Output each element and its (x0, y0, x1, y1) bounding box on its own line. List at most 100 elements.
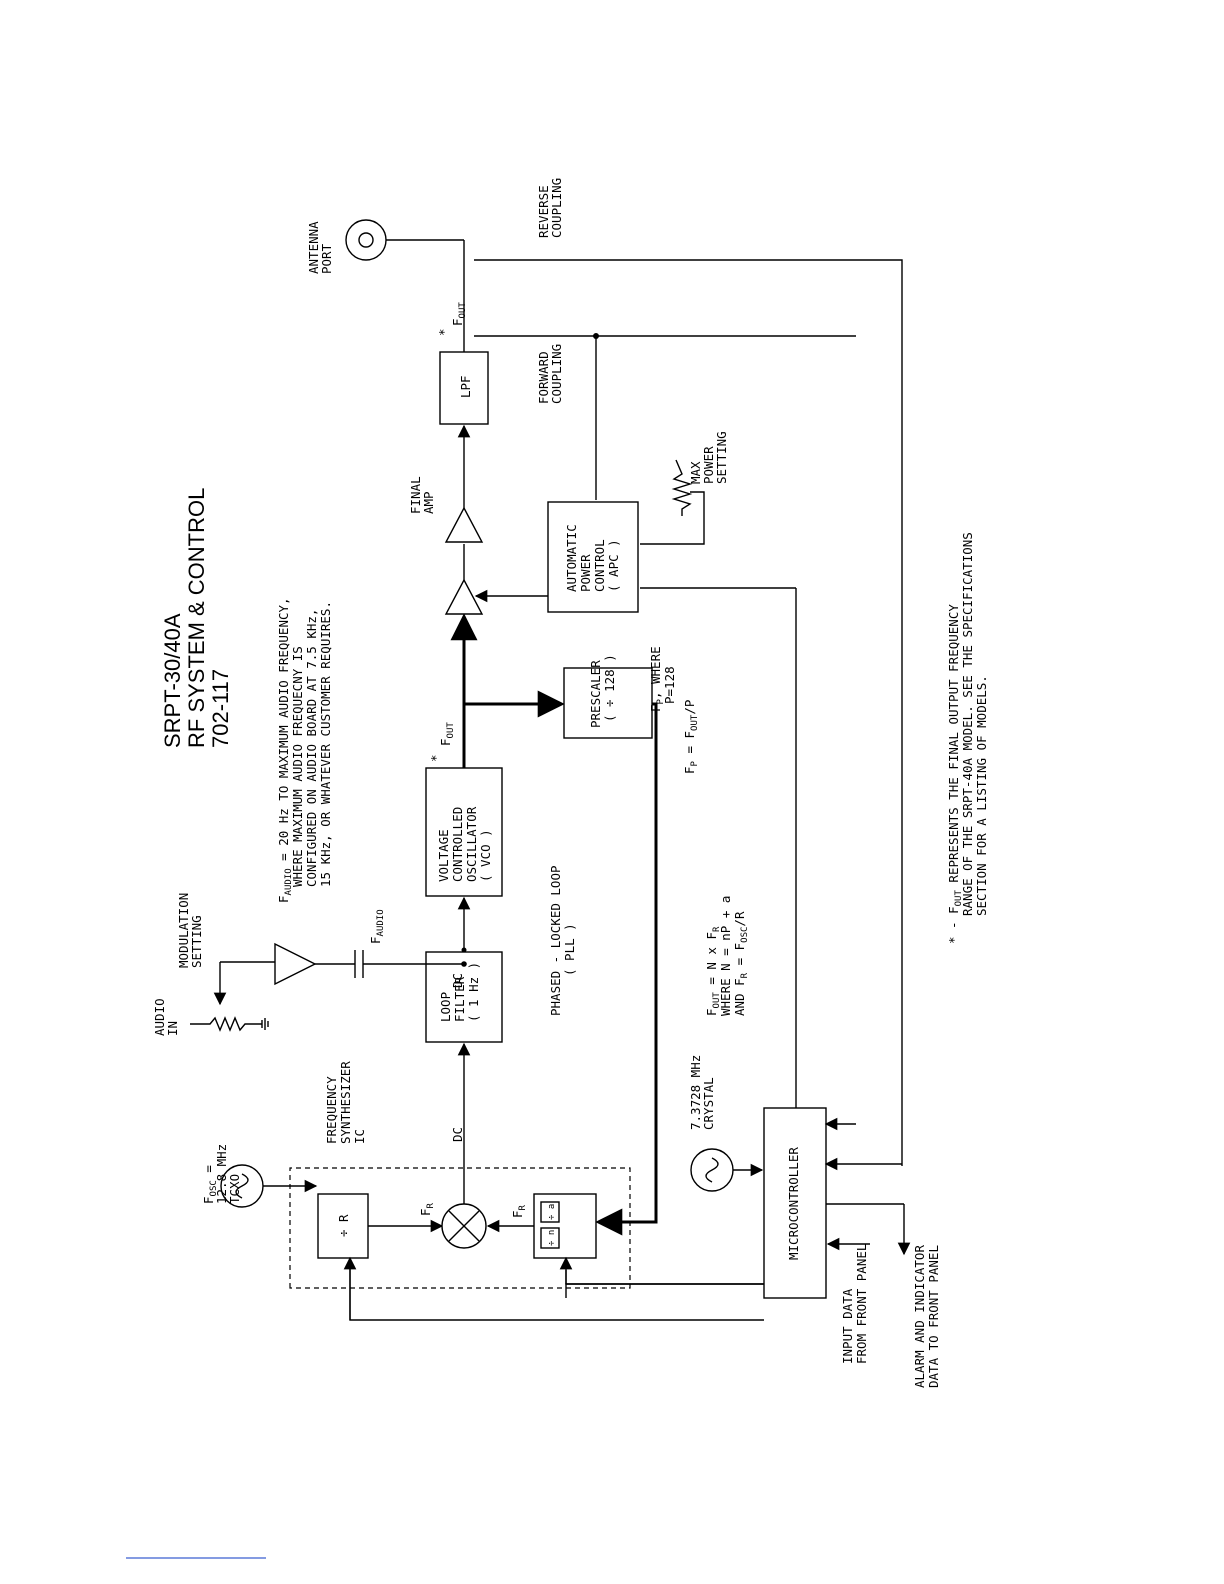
divide-n-label: ÷ n (547, 1230, 557, 1246)
divide-a-label: ÷ a (547, 1204, 557, 1220)
input-data-label: INPUT DATA FROM FRONT PANEL (840, 1244, 869, 1364)
svg-text:POWER: POWER (701, 446, 716, 484)
diagram-title-model: SRPT-30/40A (160, 613, 185, 748)
max-power-setting-pot (671, 459, 693, 516)
svg-text:( 1 Hz ): ( 1 Hz ) (466, 962, 481, 1022)
tcxo-oscillator: FOSC = 12.8 MHz TCXO (201, 1144, 264, 1208)
crystal-label: 7.3728 MHz CRYSTAL (688, 1055, 716, 1130)
svg-text:POWER: POWER (578, 554, 593, 592)
svg-text:( VCO ): ( VCO ) (478, 829, 493, 882)
svg-text:15 KHz, OR WHATEVER CUSTOMER R: 15 KHz, OR WHATEVER CUSTOMER REQUIRES. (318, 601, 333, 887)
svg-text:SYNTHESIZER: SYNTHESIZER (338, 1061, 353, 1144)
alarm-data-label: ALARM AND INDICATOR DATA TO FRONT PANEL (912, 1245, 941, 1388)
svg-text:CRYSTAL: CRYSTAL (701, 1077, 716, 1130)
antenna-label: ANTENNA PORT (306, 221, 334, 274)
svg-text:CONTROLLED: CONTROLLED (450, 807, 465, 882)
lpf-label: LPF (458, 375, 473, 398)
svg-text:( ÷ 128 ): ( ÷ 128 ) (602, 654, 617, 722)
final-amp-label: FINAL AMP (408, 476, 436, 514)
svg-text:FOUT = N x FR: FOUT = N x FR (704, 926, 722, 1016)
frequency-synthesizer-boundary (289, 1167, 631, 1289)
coupling-capacitor (354, 950, 364, 978)
svg-text:AUDIO: AUDIO (152, 998, 167, 1036)
svg-text:CONTROL: CONTROL (592, 539, 607, 592)
fp-equation: FP = FOUT/P (682, 700, 700, 774)
svg-text:MAX: MAX (688, 461, 703, 484)
svg-text:FINAL: FINAL (408, 476, 423, 514)
faudio-label: FAUDIO (368, 909, 386, 944)
modulation-setting-pot (190, 1016, 269, 1032)
max-power-label: MAX POWER SETTING (688, 431, 729, 484)
svg-text:( APC ): ( APC ) (606, 539, 621, 592)
divide-r-label: ÷ R (336, 1214, 351, 1237)
svg-text:SETTING: SETTING (189, 915, 204, 968)
svg-text:( PLL ): ( PLL ) (562, 923, 577, 976)
svg-text:SETTING: SETTING (714, 431, 729, 484)
pll-label: PHASED - LOCKED LOOP ( PLL ) (548, 865, 577, 1016)
p-equals-label: P=128 (662, 666, 677, 704)
fout-label-vco: FOUT (438, 722, 456, 746)
audio-amplifier (274, 942, 317, 986)
apc-block (547, 501, 639, 613)
crystal-oscillator (690, 1148, 734, 1192)
divide-n-cell (540, 1227, 560, 1249)
svg-text:WHERE MAXIMUM AUDIO FREQUECNY: WHERE MAXIMUM AUDIO FREQUECNY IS (290, 646, 305, 887)
svg-text:PORT: PORT (319, 243, 334, 274)
diagram-title-subject: RF SYSTEM & CONTROL (184, 488, 209, 748)
svg-text:* - FOUT REPRESENTS THE FINAL: * - FOUT REPRESENTS THE FINAL OUTPUT FRE… (946, 604, 964, 944)
fout-star-antenna: * (436, 328, 451, 336)
footnote: * - FOUT REPRESENTS THE FINAL OUTPUT FRE… (946, 532, 989, 944)
svg-text:COUPLING: COUPLING (549, 344, 564, 404)
reverse-coupling-label: REVERSE COUPLING (536, 178, 564, 238)
svg-text:FREQUENCY: FREQUENCY (324, 1076, 339, 1144)
svg-text:DATA TO FRONT PANEL: DATA TO FRONT PANEL (926, 1245, 941, 1388)
dc-label-1: DC (450, 1127, 465, 1142)
fr-label-2: FR (510, 1204, 528, 1218)
svg-text:CONFIGURED ON AUDIO BOARD AT 7: CONFIGURED ON AUDIO BOARD AT 7.5 KHz, (304, 609, 319, 887)
svg-text:VOLTAGE: VOLTAGE (436, 829, 451, 882)
svg-text:WHERE N = nP + a: WHERE N = nP + a (718, 896, 733, 1016)
final-amplifier (444, 506, 484, 543)
microcontroller-label: MICROCONTROLLER (786, 1147, 801, 1260)
frequency-synthesizer-label: FREQUENCY SYNTHESIZER IC (324, 1061, 367, 1144)
forward-coupling-label: FORWARD COUPLING (536, 344, 564, 404)
svg-text:ALARM AND INDICATOR: ALARM AND INDICATOR (912, 1245, 927, 1388)
svg-text:TCXO: TCXO (227, 1174, 242, 1204)
modulation-setting-label: MODULATION SETTING (176, 893, 204, 968)
microcontroller-block (763, 1107, 827, 1299)
svg-text:COUPLING: COUPLING (549, 178, 564, 238)
antenna-port (345, 219, 464, 261)
driver-amplifier (444, 578, 484, 615)
svg-text:AUTOMATIC: AUTOMATIC (564, 524, 579, 592)
audio-input: AUDIO IN (152, 998, 180, 1036)
svg-text:IC: IC (352, 1129, 367, 1144)
svg-text:LOOP: LOOP (438, 992, 453, 1022)
svg-text:FAUDIO = 20 Hz TO MAXIMUM AUDI: FAUDIO = 20 Hz TO MAXIMUM AUDIO FREQUENC… (276, 597, 294, 903)
svg-text:MODULATION: MODULATION (176, 893, 191, 968)
svg-text:IN: IN (165, 1021, 180, 1036)
svg-text:FROM FRONT PANEL: FROM FRONT PANEL (854, 1244, 869, 1364)
svg-text:ANTENNA: ANTENNA (306, 221, 321, 274)
svg-text:7.3728 MHz: 7.3728 MHz (688, 1055, 703, 1130)
svg-text:SECTION FOR A LISTING OF MODEL: SECTION FOR A LISTING OF MODELS. (974, 675, 989, 916)
phase-detector (441, 1203, 487, 1249)
dc-label-2: DC (450, 973, 465, 988)
svg-text:PRESCALER: PRESCALER (588, 660, 603, 728)
svg-text:AMP: AMP (421, 491, 436, 514)
svg-text:INPUT DATA: INPUT DATA (840, 1288, 855, 1364)
svg-text:AND FR = FOSC/R: AND FR = FOSC/R (732, 911, 750, 1016)
diagram-title-docnum: 702-117 (208, 669, 233, 748)
svg-text:PHASED - LOCKED LOOP: PHASED - LOCKED LOOP (548, 865, 563, 1016)
svg-text:FOSC =: FOSC = (201, 1165, 219, 1204)
svg-text:FILTER: FILTER (452, 976, 467, 1022)
fout-star-vco: * (428, 754, 443, 762)
fout-equation: FOUT = N x FR WHERE N = nP + a AND FR = … (704, 896, 750, 1016)
fr-label-1: FR (418, 1202, 436, 1216)
svg-text:12.8 MHz: 12.8 MHz (214, 1144, 229, 1204)
title-block: SRPT-30/40A RF SYSTEM & CONTROL 702-117 (160, 488, 233, 748)
audio-frequency-note: FAUDIO = 20 Hz TO MAXIMUM AUDIO FREQUENC… (276, 597, 333, 903)
svg-text:FORWARD: FORWARD (536, 351, 551, 404)
fout-label-antenna: FOUT (450, 302, 468, 326)
svg-text:REVERSE: REVERSE (536, 185, 551, 238)
